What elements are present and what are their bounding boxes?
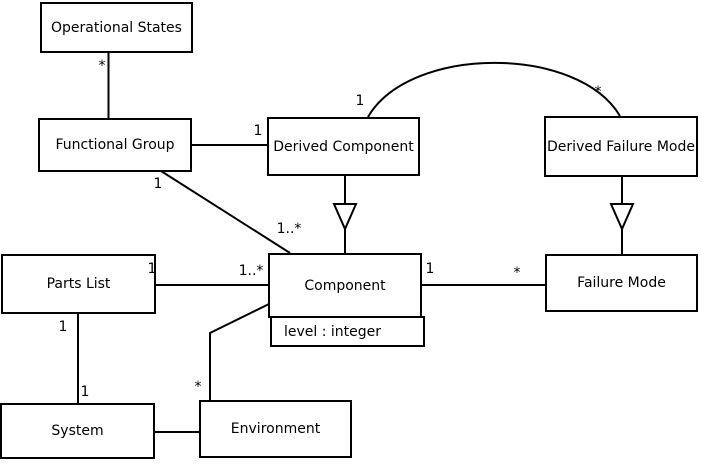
multiplicity-arc-dc-one: 1 xyxy=(355,93,365,109)
multiplicity-opstates-star: * xyxy=(98,58,106,74)
class-component[interactable]: Component xyxy=(268,253,422,318)
multiplicity-fg-comp-onestar: 1..* xyxy=(276,221,302,237)
multiplicity-env-star: * xyxy=(194,379,202,395)
class-derived-component[interactable]: Derived Component xyxy=(267,117,420,176)
class-functional-group[interactable]: Functional Group xyxy=(38,118,192,172)
class-functional-group-label: Functional Group xyxy=(55,137,175,153)
class-component-label: Component xyxy=(304,277,386,294)
multiplicity-arc-dfm-star: * xyxy=(594,84,602,100)
class-operational-states[interactable]: Operational States xyxy=(40,2,193,53)
class-operational-states-label: Operational States xyxy=(51,19,182,36)
class-derived-failure-mode[interactable]: Derived Failure Mode xyxy=(544,116,698,177)
generalization-triangle-failuremode xyxy=(609,203,635,232)
class-derived-component-label: Derived Component xyxy=(273,138,414,155)
class-system[interactable]: System xyxy=(0,403,155,459)
class-failure-mode-label: Failure Mode xyxy=(577,275,666,291)
class-environment-label: Environment xyxy=(230,421,321,437)
class-failure-mode[interactable]: Failure Mode xyxy=(545,254,698,312)
multiplicity-comp-fm-one: 1 xyxy=(425,261,435,277)
generalization-triangle-component xyxy=(332,203,358,232)
multiplicity-comp-fm-star: * xyxy=(513,265,521,281)
multiplicity-pl-one: 1 xyxy=(147,261,157,277)
component-attribute-level: level : integer xyxy=(284,323,382,340)
class-parts-list[interactable]: Parts List xyxy=(1,254,156,314)
multiplicity-fg-one: 1 xyxy=(153,176,163,192)
multiplicity-fg-dc-one: 1 xyxy=(253,123,263,139)
class-parts-list-label: Parts List xyxy=(46,276,111,292)
multiplicity-pl-comp-onestar: 1..* xyxy=(238,263,264,279)
edge-environment-component xyxy=(209,303,270,400)
edge-funcgroup-component xyxy=(160,170,291,254)
multiplicity-pl-sys-one-top: 1 xyxy=(58,319,68,335)
class-component-attribute-compartment[interactable]: level : integer xyxy=(270,316,425,347)
class-derived-failure-mode-label: Derived Failure Mode xyxy=(547,138,695,155)
class-system-label: System xyxy=(51,423,104,439)
edge-derivedcomponent-derivedfailuremode-arc xyxy=(367,62,621,118)
class-environment[interactable]: Environment xyxy=(199,400,352,458)
multiplicity-pl-sys-one-bottom: 1 xyxy=(80,384,90,400)
